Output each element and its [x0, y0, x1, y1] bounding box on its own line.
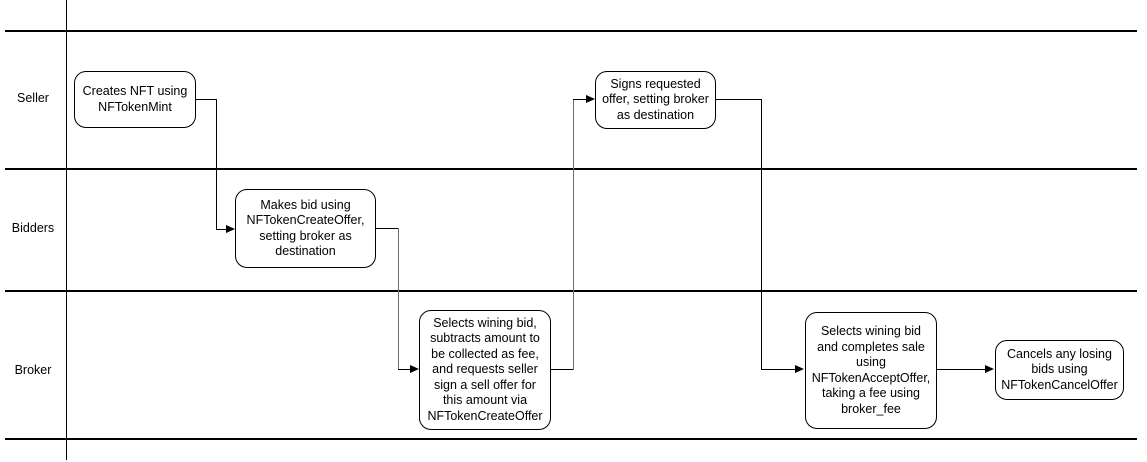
lane-label-seller: Seller — [17, 91, 49, 105]
lane-label-bidders: Bidders — [11, 221, 55, 235]
node-cancels-bids: Cancels any losing bids using NFTokenCan… — [995, 340, 1124, 400]
lane-divider-top — [5, 30, 1137, 32]
arrowhead-icon — [410, 365, 419, 373]
lane-divider-bottom — [5, 438, 1137, 440]
lane-divider-bidders-broker — [5, 290, 1137, 292]
connector-segment — [573, 99, 586, 100]
lane-divider-seller-bidders — [5, 168, 1137, 170]
connector-segment — [551, 369, 573, 370]
connector-segment — [761, 99, 762, 370]
connector-segment — [196, 99, 217, 100]
connector-segment — [761, 369, 796, 370]
lane-label-broker: Broker — [14, 363, 52, 377]
connector-segment — [216, 229, 227, 230]
arrowhead-icon — [795, 365, 804, 373]
arrowhead-icon — [226, 225, 235, 233]
arrowhead-icon — [586, 95, 595, 103]
connector-segment — [216, 99, 217, 230]
connector-segment — [716, 99, 761, 100]
connector-segment — [573, 99, 574, 370]
connector-segment — [937, 369, 986, 370]
lane-header-separator — [65, 0, 67, 460]
connector-segment — [398, 369, 410, 370]
node-makes-bid: Makes bid using NFTokenCreateOffer, sett… — [235, 189, 376, 268]
node-selects-bid-requests-offer: Selects wining bid, subtracts amount to … — [419, 310, 551, 430]
connector-segment — [398, 228, 399, 370]
arrowhead-icon — [985, 365, 994, 373]
connector-segment — [376, 228, 398, 229]
node-completes-sale: Selects wining bid and completes sale us… — [805, 312, 937, 429]
node-signs-offer: Signs requested offer, setting broker as… — [595, 71, 716, 129]
node-creates-nft: Creates NFT using NFTokenMint — [74, 71, 196, 128]
